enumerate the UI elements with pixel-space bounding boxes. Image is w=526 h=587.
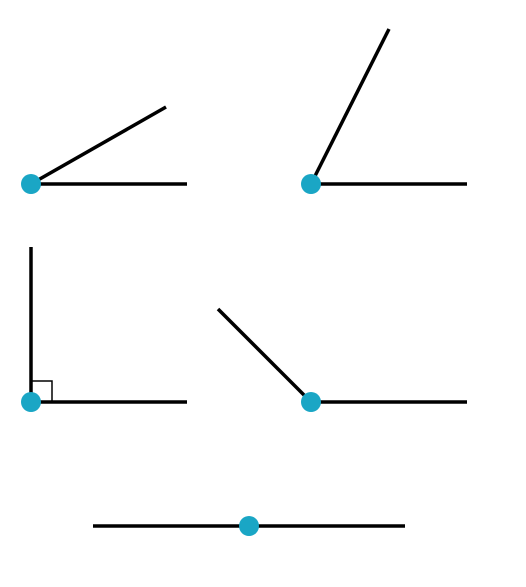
right-angle-marker: [31, 380, 53, 402]
obtuse-angle-135: [216, 307, 467, 412]
straight-angle-180: [93, 516, 405, 536]
right-angle-90: [21, 247, 187, 412]
vertex-dot: [21, 392, 41, 412]
vertex-dot: [21, 174, 41, 194]
vertex-dot: [301, 174, 321, 194]
angled-ray: [216, 307, 313, 404]
vertex-dot: [239, 516, 259, 536]
acute-angle-64: [301, 28, 467, 194]
angled-ray: [30, 105, 167, 186]
vertex-dot: [301, 392, 321, 412]
acute-angle-30: [21, 105, 187, 194]
angled-ray: [309, 28, 391, 185]
